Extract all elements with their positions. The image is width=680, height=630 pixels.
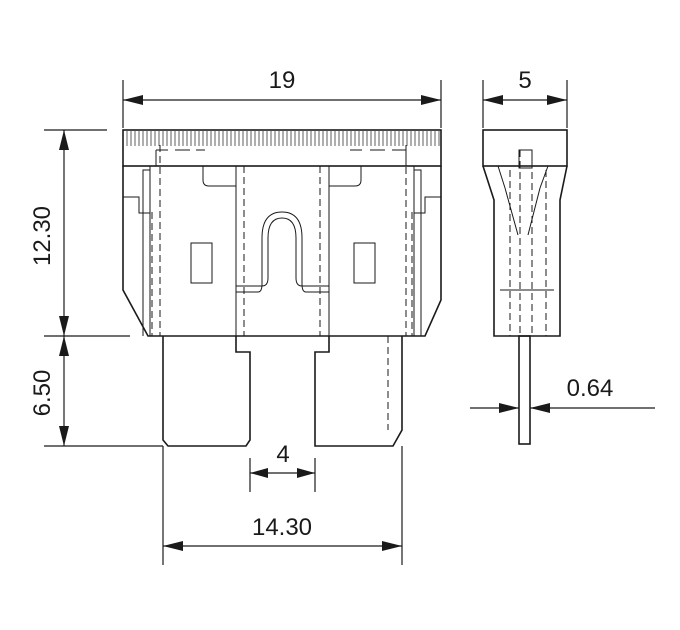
left-window	[190, 242, 213, 284]
left-blade	[162, 336, 251, 447]
right-side-tab	[414, 196, 441, 214]
fuse-element	[236, 217, 329, 287]
dim-blade-gap: 4	[276, 441, 289, 468]
dim-blade-span: 14.30	[252, 514, 312, 541]
top-cap	[122, 129, 442, 167]
right-window	[353, 242, 376, 284]
left-side-tab	[123, 196, 150, 214]
side-top-cap	[482, 129, 568, 167]
front-view	[122, 129, 442, 447]
dim-blade-thickness: 0.64	[567, 375, 614, 402]
housing-outline	[122, 166, 442, 337]
hidden-lines	[151, 145, 413, 336]
right-blade	[314, 336, 403, 447]
dim-body-height: 12.30	[29, 206, 56, 266]
side-view	[482, 129, 568, 445]
right-plate	[328, 165, 415, 337]
side-blade	[518, 335, 531, 445]
dim-blade-length: 6.50	[29, 370, 56, 417]
side-body	[482, 165, 568, 337]
dimension-lines	[44, 80, 655, 565]
dim-overall-width: 19	[269, 67, 296, 94]
left-plate	[149, 165, 237, 337]
dim-side-thickness: 5	[518, 67, 531, 94]
